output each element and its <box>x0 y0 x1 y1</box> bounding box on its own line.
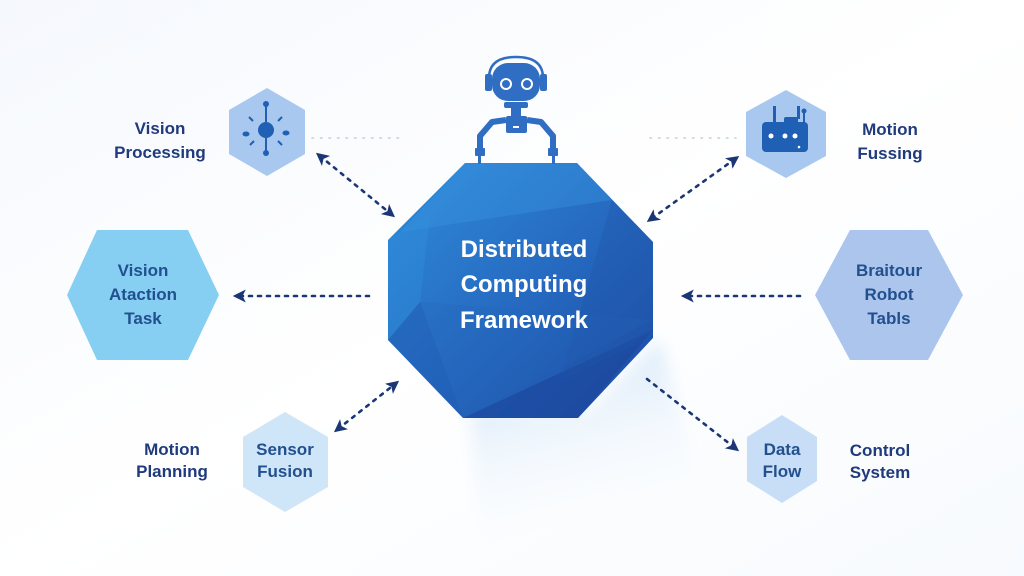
node-label-line: Ataction <box>109 285 177 304</box>
label-motion-fussing: Motion <box>862 120 918 139</box>
center-facet <box>463 330 653 418</box>
node-label-line: Vision <box>118 261 169 280</box>
center-title-line: Distributed <box>461 236 588 263</box>
center-facet <box>420 302 653 418</box>
robot-arm-icon <box>475 55 558 164</box>
center-node[interactable]: Distributed Computing Framework <box>388 163 653 418</box>
router-device-icon <box>762 106 808 152</box>
arrow-vision-processing <box>315 152 396 218</box>
label-motion-planning: Planning <box>136 462 208 481</box>
node-vision-ataction-task[interactable]: Vision Ataction Task <box>67 230 219 360</box>
label-control-system: Control <box>850 441 910 460</box>
hexagon <box>67 230 219 360</box>
node-label-line: Sensor <box>256 440 314 459</box>
node-braitour-robot-tabls[interactable]: Braitour Robot Tabls <box>815 230 963 360</box>
label-motion-fussing: Fussing <box>857 144 922 163</box>
center-glow <box>470 340 720 560</box>
label-vision-processing: Vision <box>135 119 186 138</box>
node-data-flow[interactable]: Data Flow <box>747 415 817 503</box>
center-facet <box>388 302 463 418</box>
hexagon <box>243 412 328 512</box>
node-label-line: Task <box>124 309 162 328</box>
center-facet <box>400 163 612 232</box>
node-label-line: Braitour <box>856 261 923 280</box>
node-label-line: Fusion <box>257 462 313 481</box>
network-node-icon <box>242 101 290 156</box>
center-facet <box>560 200 653 380</box>
node-motion-fussing[interactable] <box>746 90 826 178</box>
hexagon <box>815 230 963 360</box>
center-facet <box>388 214 430 340</box>
node-label-line: Tabls <box>867 309 910 328</box>
node-vision-processing[interactable] <box>229 88 305 176</box>
node-label-line: Data <box>764 440 801 459</box>
arrow-sensor-fusion <box>333 380 400 433</box>
node-label-line: Flow <box>763 462 802 481</box>
node-sensor-fusion[interactable]: Sensor Fusion <box>243 412 328 512</box>
node-label-line: Robot <box>864 285 913 304</box>
arrow-motion-fussing <box>646 155 740 223</box>
label-control-system: System <box>850 463 910 482</box>
hexagon <box>747 415 817 503</box>
center-title-line: Framework <box>460 307 589 334</box>
label-vision-processing: Processing <box>114 143 206 162</box>
label-motion-planning: Motion <box>144 440 200 459</box>
arrow-data-flow <box>645 377 740 452</box>
center-octagon <box>388 163 653 418</box>
center-title-line: Computing <box>461 271 588 298</box>
